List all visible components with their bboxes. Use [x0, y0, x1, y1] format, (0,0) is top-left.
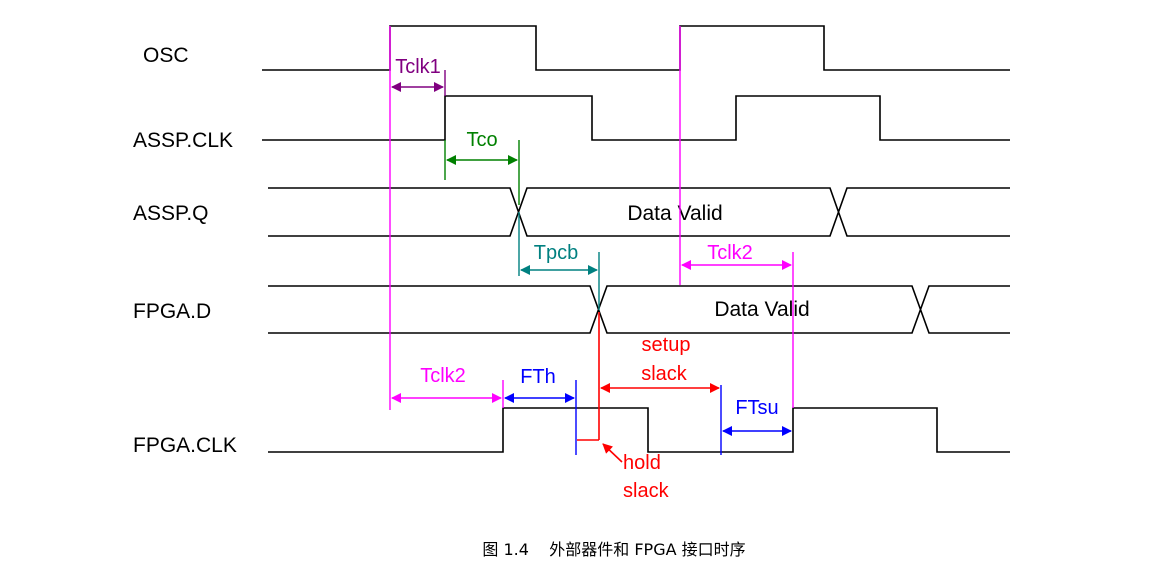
tclk1-label: Tclk1 [395, 56, 441, 78]
assp-clk-waveform [262, 95, 1010, 141]
signal-label-assp-clk: ASSP.CLK [133, 129, 233, 152]
osc-waveform [262, 25, 1010, 71]
setup-slack-label-line2: slack [641, 363, 688, 385]
assp-q-bus [268, 187, 1010, 237]
hold-slack-pointer [602, 443, 623, 463]
fpga-d-bus [268, 285, 1010, 334]
setup-slack-label-line1: setup [642, 334, 691, 356]
fpga-d-data-valid-label: Data Valid [714, 298, 809, 321]
fth-label: FTh [520, 366, 556, 388]
ftsu-label: FTsu [735, 397, 778, 419]
signal-label-fpga-d: FPGA.D [133, 300, 211, 323]
tpcb-label: Tpcb [534, 242, 578, 264]
fpga-clk-waveform [268, 407, 1010, 453]
tclk2-top-label: Tclk2 [707, 242, 753, 264]
assp-q-data-valid-label: Data Valid [627, 202, 722, 225]
signal-label-osc: OSC [143, 44, 189, 67]
tclk2-bottom-label: Tclk2 [420, 365, 466, 387]
hold-slack-label-line1: hold [623, 452, 661, 474]
signal-label-assp-q: ASSP.Q [133, 202, 209, 225]
hold-slack-label-line2: slack [623, 480, 670, 502]
tco-label: Tco [466, 129, 497, 151]
signal-label-fpga-clk: FPGA.CLK [133, 434, 237, 457]
figure-caption: 图 1.4 外部器件和 FPGA 接口时序 [482, 540, 745, 559]
